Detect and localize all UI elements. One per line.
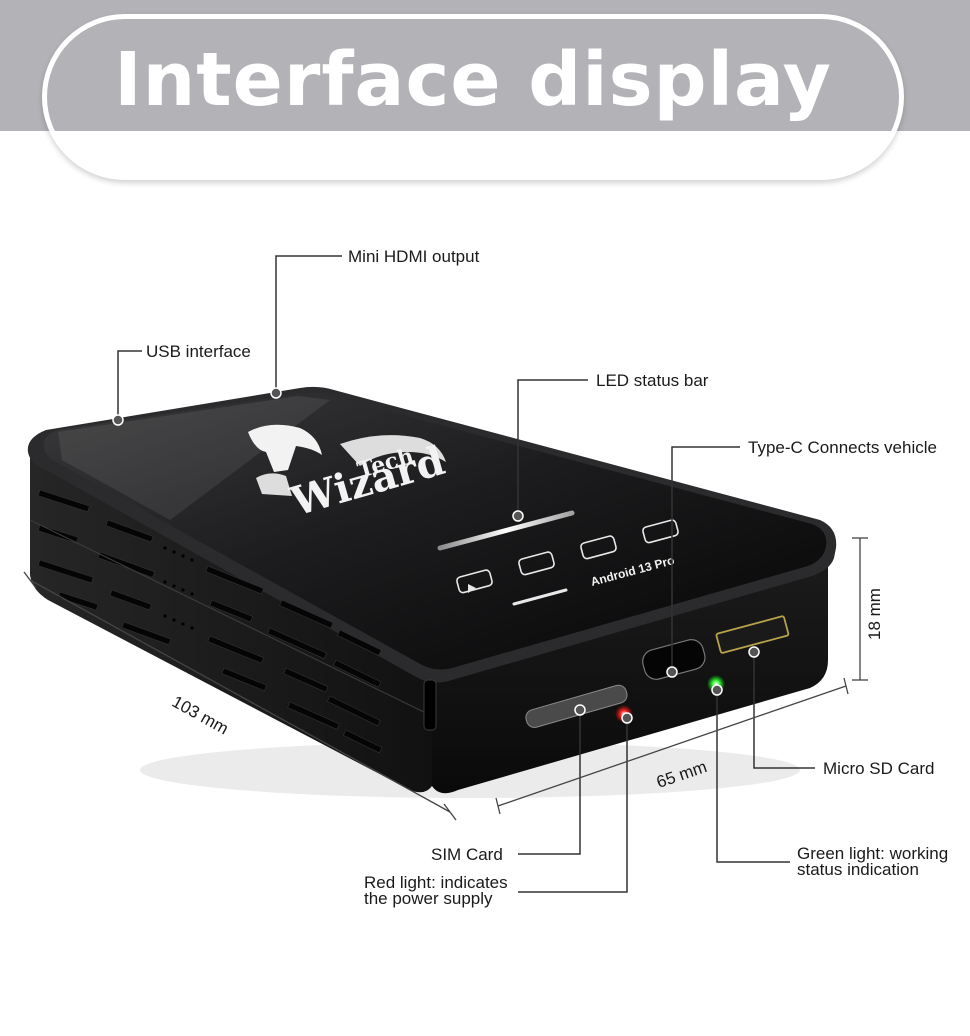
top-icons bbox=[456, 519, 679, 606]
device-top-face bbox=[43, 392, 827, 670]
label-usb: USB interface bbox=[146, 342, 251, 361]
label-sim: SIM Card bbox=[431, 845, 503, 864]
label-type-c: Type-C Connects vehicle bbox=[748, 438, 937, 457]
label-mini-hdmi: Mini HDMI output bbox=[348, 247, 480, 266]
micro-sd-slot bbox=[715, 615, 790, 654]
label-green-light: Green light: working status indication bbox=[797, 844, 949, 879]
play-icon bbox=[456, 569, 493, 594]
leader-dots bbox=[112, 387, 760, 724]
banner-pill bbox=[42, 14, 904, 180]
music-icon bbox=[518, 551, 555, 576]
label-led-bar: LED status bar bbox=[596, 371, 709, 390]
banner-title: Interface display bbox=[114, 37, 832, 123]
leader-lines bbox=[117, 255, 815, 893]
phone-icon bbox=[642, 519, 679, 544]
dimension-height: 18 mm bbox=[865, 588, 884, 640]
brand-logo-mark bbox=[248, 424, 446, 496]
type-c-port bbox=[642, 639, 706, 680]
side-dots bbox=[163, 546, 194, 630]
side-port bbox=[423, 679, 437, 731]
dimension-lines bbox=[23, 537, 868, 821]
led-status-bar bbox=[437, 510, 575, 551]
map-icon bbox=[580, 535, 617, 560]
label-red-light: Red light: indicates the power supply bbox=[364, 873, 508, 908]
label-micro-sd: Micro SD Card bbox=[823, 759, 935, 778]
link-icon bbox=[512, 588, 568, 606]
